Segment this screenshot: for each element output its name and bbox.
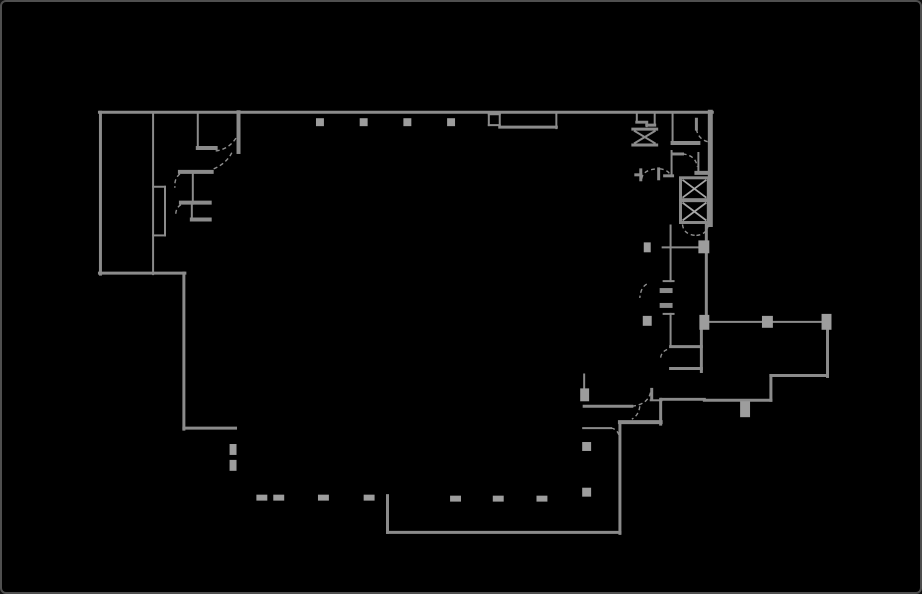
door-jamb-tick [659,302,673,308]
door-swing-arc [215,136,238,152]
door-swing-arc [213,150,234,170]
column [580,388,590,402]
elevator-x-icon [681,201,707,222]
door-swing-arc [659,168,672,177]
column [403,118,412,127]
column [450,495,461,502]
elevator-shafts-layer [679,176,710,224]
door-swing-arc [659,347,670,358]
column [643,242,651,253]
column [582,442,592,451]
column [447,118,456,127]
column [698,240,710,254]
door-swing-arc [174,173,181,188]
door-swing-arc [610,427,621,441]
door-swing-arc [631,406,641,420]
column [761,315,773,328]
column [699,314,710,330]
column [359,118,368,127]
door-jamb-tick [659,288,673,294]
column [273,494,285,501]
column [317,494,329,501]
elevator-shaft [679,199,710,224]
column [821,313,832,330]
column [229,444,237,455]
door-swing-arc [641,168,657,179]
wall-segment [633,129,657,145]
column [363,494,375,501]
column [492,495,504,502]
column [740,401,751,418]
column [642,315,652,326]
column [315,118,324,127]
column [536,495,548,502]
columns-layer [229,118,832,502]
door-arcs-layer [174,128,710,441]
door-swing-arc [695,128,710,143]
door-swing-arc [696,224,710,237]
walls-layer [97,109,831,535]
door-swing-arc [175,204,182,217]
door-swing-arc [631,391,652,407]
door-swing-arc [639,283,648,299]
column [582,487,592,497]
column [256,494,268,501]
elevator-x-icon [681,179,707,199]
door-swing-arc [681,224,696,237]
door-swing-arc [682,153,699,168]
column [229,459,237,471]
